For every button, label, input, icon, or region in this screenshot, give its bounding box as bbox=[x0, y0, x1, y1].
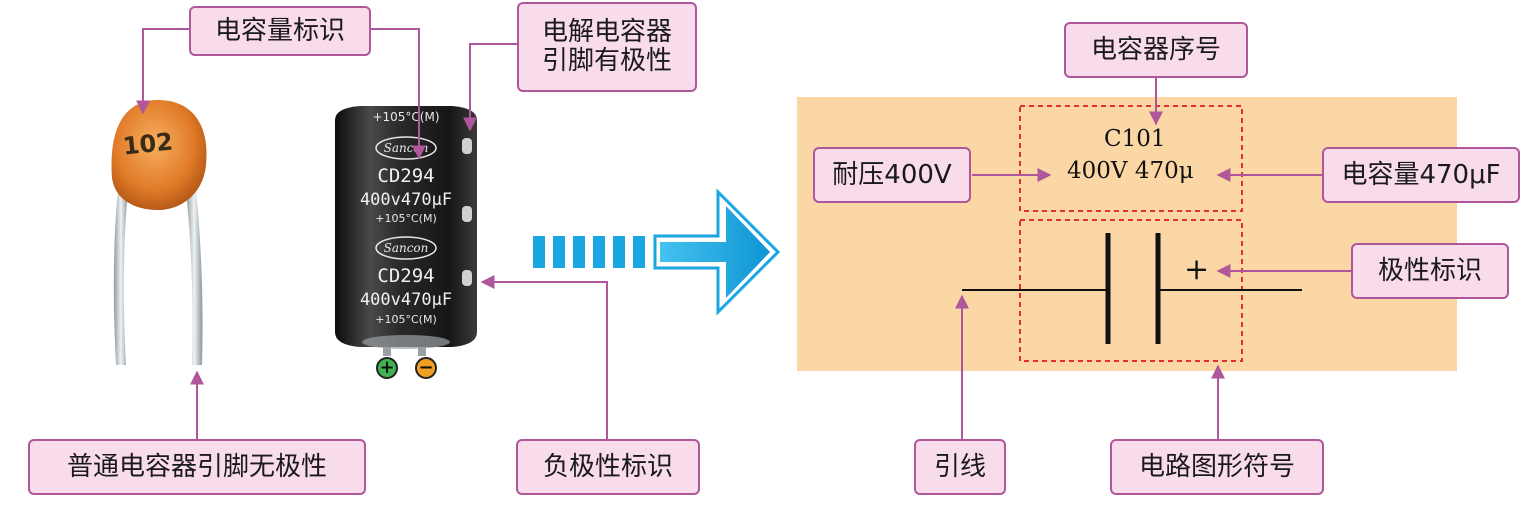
callout-negative-mark: 负极性标识 bbox=[516, 439, 700, 495]
connector-capacity-to-electrolytic bbox=[370, 28, 426, 160]
capacitor-designator: C101 bbox=[1104, 126, 1166, 152]
callout-capacitance: 电容量470μF bbox=[1322, 147, 1520, 203]
electrolytic-rating-2: 400v470μF bbox=[360, 290, 452, 310]
electrolytic-model-2: CD294 bbox=[377, 265, 434, 287]
electrolytic-model-1: CD294 bbox=[377, 165, 434, 187]
connector-capacity-to-ceramic bbox=[136, 28, 190, 115]
circuit-panel bbox=[797, 97, 1457, 371]
callout-symbol: 电路图形符号 bbox=[1110, 439, 1324, 495]
electrolytic-capacitor-image: +105°C(M) Sancon CD294 400v470μF +105°C(… bbox=[335, 106, 477, 356]
ceramic-capacitor-image: 102 bbox=[111, 100, 207, 365]
callout-electrolytic-line2: 引脚有极性 bbox=[541, 46, 672, 76]
transform-arrow bbox=[533, 188, 781, 316]
connector-negative-mark bbox=[480, 275, 608, 440]
electrolytic-brand-2: Sancon bbox=[384, 241, 429, 255]
callout-capacity-mark: 电容量标识 bbox=[189, 6, 371, 56]
capacitor-value: 400V 470μ bbox=[1067, 158, 1194, 184]
callout-electrolytic-line1: 电解电容器 bbox=[541, 17, 672, 47]
callout-electrolytic-polarity: 电解电容器 引脚有极性 bbox=[517, 2, 697, 92]
callout-serial: 电容器序号 bbox=[1064, 22, 1248, 78]
electrolytic-brand-1: Sancon bbox=[384, 141, 429, 155]
ceramic-code-label: 102 bbox=[122, 127, 175, 160]
callout-no-polarity: 普通电容器引脚无极性 bbox=[28, 439, 366, 495]
polarity-plus-sign: + bbox=[1184, 252, 1210, 287]
label-dashed-box bbox=[1019, 105, 1243, 212]
electrolytic-temp-2: +105°C(M) bbox=[375, 313, 436, 326]
minus-terminal-icon: − bbox=[415, 357, 437, 379]
electrolytic-rating-1: 400v470μF bbox=[360, 190, 452, 210]
capacitor-symbol bbox=[962, 233, 1302, 344]
connector-electrolytic-polarity bbox=[463, 43, 518, 132]
plus-terminal-icon: + bbox=[376, 357, 398, 379]
callout-polarity: 极性标识 bbox=[1351, 243, 1509, 299]
callout-lead: 引线 bbox=[914, 439, 1006, 495]
callout-voltage: 耐压400V bbox=[813, 147, 971, 203]
svg-text:+105°C(M): +105°C(M) bbox=[372, 110, 439, 124]
electrolytic-temp-1: +105°C(M) bbox=[375, 212, 436, 225]
